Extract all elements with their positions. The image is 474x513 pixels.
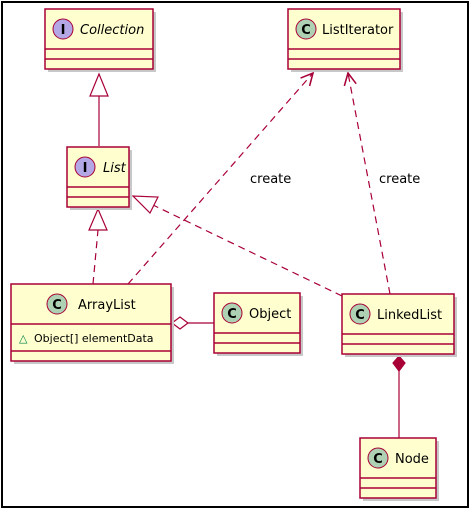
class-name: ArrayList [78,298,136,313]
field-elementdata: Object[] elementData [34,332,154,345]
class-collection[interactable]: I Collection [44,8,156,72]
class-name: Object [249,307,291,322]
aggregation-diamond [171,316,189,330]
diagram-frame [1,1,469,508]
class-badge-icon [349,303,371,325]
class-linkedlist[interactable]: C LinkedList [341,293,457,357]
class-listiterator[interactable]: C ListIterator [287,8,403,72]
create-label-right: create [379,172,420,187]
interface-badge-icon [74,156,96,178]
class-badge-letter: C [52,298,62,313]
edge-linkedlist-composes-node [392,355,406,438]
class-badge-letter: C [355,308,365,323]
class-list[interactable]: I List [66,146,132,210]
edge-linkedlist-create-listiterator [348,73,391,295]
class-name: ListIterator [322,23,394,38]
class-badge-letter: C [373,452,383,467]
class-node[interactable]: C Node [359,437,439,501]
class-badge-icon [367,447,389,469]
package-visibility-icon: △ [19,332,28,345]
interface-badge-icon [52,18,74,40]
class-badge-icon [295,18,317,40]
composition-diamond [392,355,406,372]
class-badge-letter: C [227,307,237,322]
generalization-arrowhead [89,72,109,97]
class-arraylist[interactable]: C ArrayList △ Object[] elementData [10,283,174,364]
class-name: List [103,161,127,176]
edge-list-extends-collection [89,72,109,146]
interface-badge-letter: I [83,161,88,176]
class-name: LinkedList [377,308,442,323]
class-badge-icon [46,293,68,315]
realization-arrowhead [131,195,159,215]
class-badge-icon [221,302,243,324]
edge-arraylist-aggregates-object [171,316,214,330]
class-name: Node [395,452,429,467]
class-name: Collection [80,23,144,38]
edge-arraylist-create-listiterator [127,73,313,285]
edge-linkedlist-implements-list [131,195,343,297]
class-object[interactable]: C Object [213,292,303,356]
edge-arraylist-implements-list [88,207,108,285]
create-label-left: create [250,172,291,187]
interface-badge-letter: I [61,23,66,38]
class-badge-letter: C [301,23,311,38]
realization-arrowhead [88,207,108,231]
